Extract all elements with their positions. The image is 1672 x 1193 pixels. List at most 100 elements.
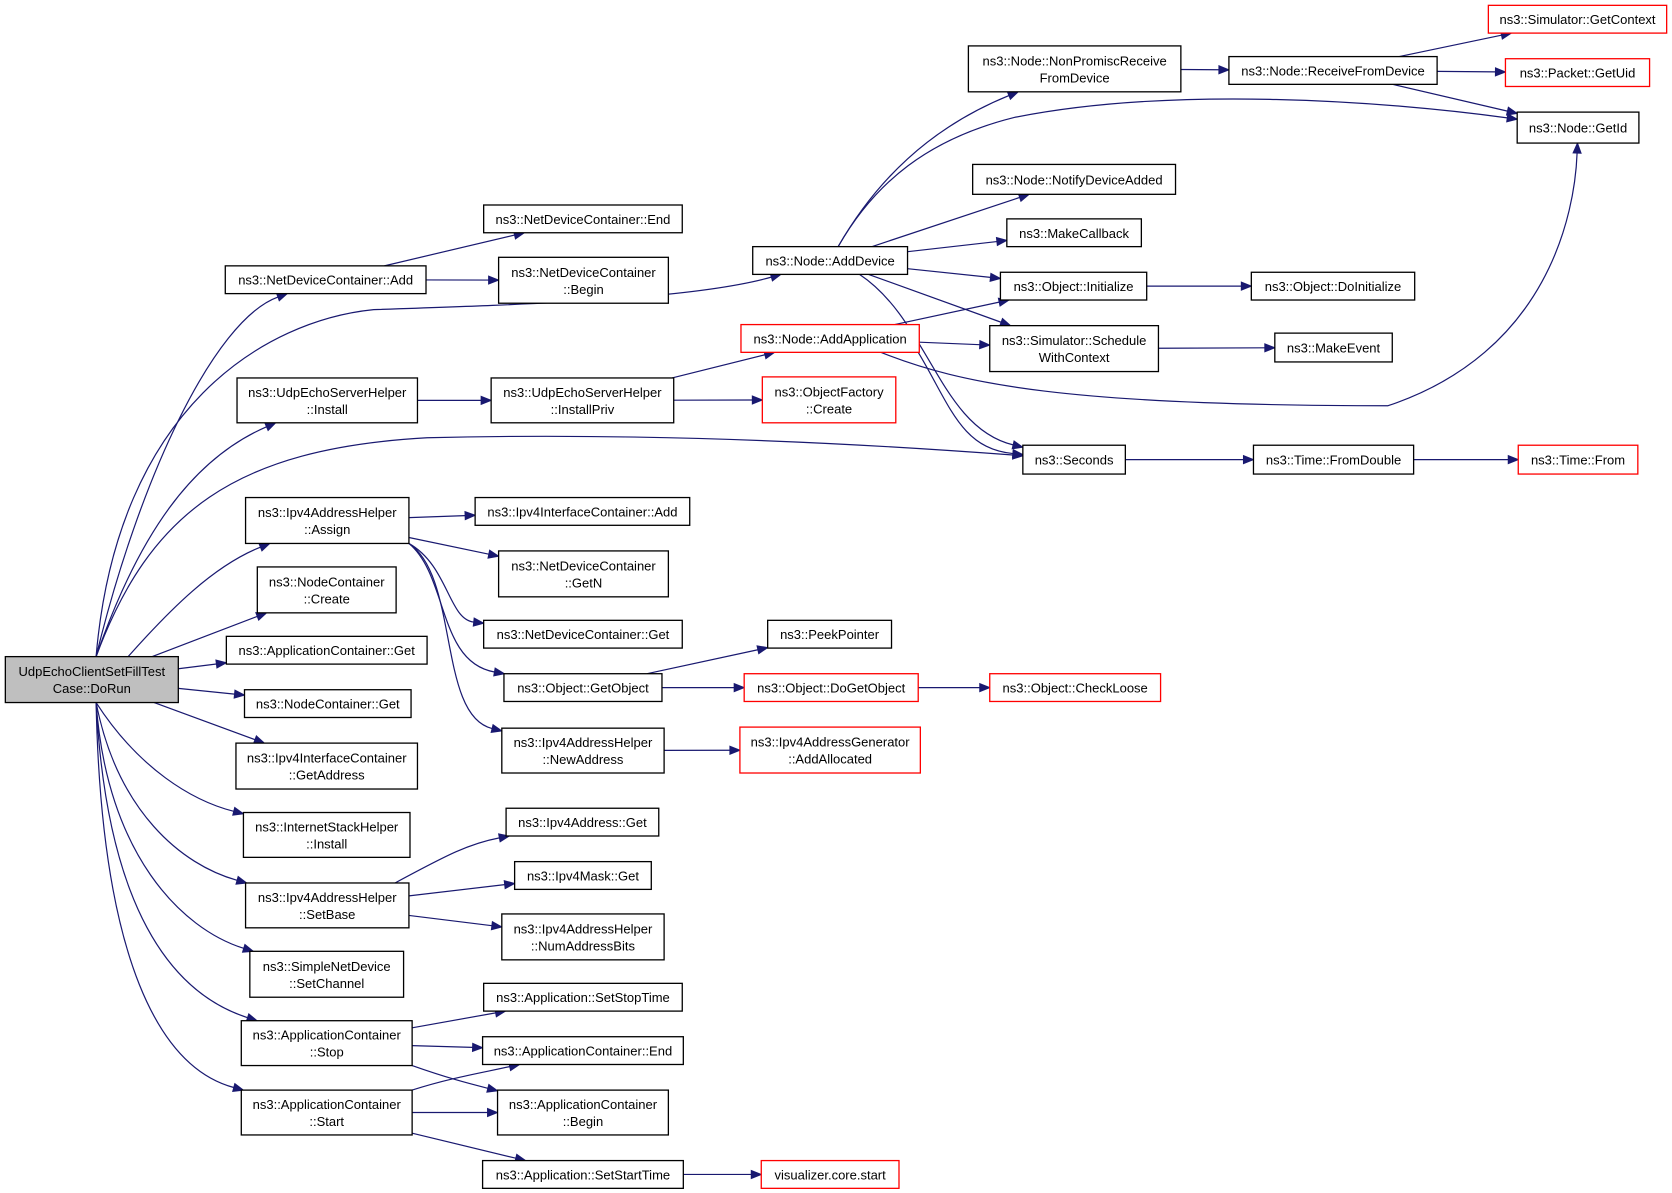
node-box-vizCoreStart[interactable] xyxy=(760,1159,900,1189)
node-box-makeCallback[interactable] xyxy=(1006,218,1143,248)
node-box-appContStop[interactable] xyxy=(240,1020,413,1067)
node-appContGet[interactable]: ns3::ApplicationContainer::Get xyxy=(225,635,428,665)
node-appSetStopTime[interactable]: ns3::Application::SetStopTime xyxy=(483,982,683,1012)
node-box-timeFrom[interactable] xyxy=(1517,444,1639,475)
node-box-objInit[interactable] xyxy=(999,271,1148,301)
node-ipv4IfcAdd[interactable]: ns3::Ipv4InterfaceContainer::Add xyxy=(474,496,691,526)
node-box-notifyDevAdded[interactable] xyxy=(972,163,1177,195)
node-simpleNetDevSetCh[interactable]: ns3::SimpleNetDevice::SetChannel xyxy=(249,950,405,998)
node-recvFromDevice[interactable]: ns3::Node::ReceiveFromDevice xyxy=(1228,55,1438,85)
node-box-nodeGetId[interactable] xyxy=(1516,111,1640,144)
node-makeEvent[interactable]: ns3::MakeEvent xyxy=(1274,332,1393,363)
node-box-nodeContGet[interactable] xyxy=(243,689,412,719)
node-box-inetStackInstall[interactable] xyxy=(242,811,411,859)
node-objDoGetObject[interactable]: ns3::Object::DoGetObject xyxy=(743,673,919,703)
node-udpSrvInstallPriv[interactable]: ns3::UdpEchoServerHelper::InstallPriv xyxy=(490,377,675,424)
node-box-ndcGetN[interactable] xyxy=(497,550,670,598)
node-box-objDoGetObject[interactable] xyxy=(743,673,919,703)
node-ipv4AddrHelperSetBase[interactable]: ns3::Ipv4AddressHelper::SetBase xyxy=(244,882,410,929)
node-box-udpSrvInstallPriv[interactable] xyxy=(490,377,675,424)
node-box-packetGetUid[interactable] xyxy=(1504,58,1651,88)
node-box-nodeContCreate[interactable] xyxy=(256,566,397,614)
node-box-objGetObject[interactable] xyxy=(503,673,663,703)
node-box-simSchedCtx[interactable] xyxy=(989,324,1160,373)
node-box-ndcGet[interactable] xyxy=(483,619,683,649)
node-appContStart[interactable]: ns3::ApplicationContainer::Start xyxy=(240,1089,413,1136)
node-box-ipv4IfcAdd[interactable] xyxy=(474,496,691,526)
node-appContBegin[interactable]: ns3::ApplicationContainer::Begin xyxy=(496,1089,670,1136)
node-box-appSetStartTime[interactable] xyxy=(481,1159,684,1189)
node-nodeContCreate[interactable]: ns3::NodeContainer::Create xyxy=(256,566,397,614)
node-simGetContext[interactable]: ns3::Simulator::GetContext xyxy=(1487,4,1668,34)
node-ndcGet[interactable]: ns3::NetDeviceContainer::Get xyxy=(483,619,683,649)
node-appContEnd[interactable]: ns3::ApplicationContainer::End xyxy=(481,1036,684,1066)
node-box-ipv4AddrHelperNumBits[interactable] xyxy=(501,913,665,961)
node-ndcEnd[interactable]: ns3::NetDeviceContainer::End xyxy=(483,204,683,234)
node-vizCoreStart[interactable]: visualizer.core.start xyxy=(760,1159,900,1189)
node-box-objDoInit[interactable] xyxy=(1250,271,1416,301)
node-ipv4AddrHelperAssign[interactable]: ns3::Ipv4AddressHelper::Assign xyxy=(244,496,410,545)
node-box-peekPointer[interactable] xyxy=(767,619,893,649)
node-box-ipv4IfcGetAddr[interactable] xyxy=(235,742,419,790)
node-box-recvFromDevice[interactable] xyxy=(1228,55,1438,85)
node-objDoInit[interactable]: ns3::Object::DoInitialize xyxy=(1250,271,1416,301)
node-appContStop[interactable]: ns3::ApplicationContainer::Stop xyxy=(240,1020,413,1067)
node-nodeContGet[interactable]: ns3::NodeContainer::Get xyxy=(243,689,412,719)
node-seconds[interactable]: ns3::Seconds xyxy=(1022,444,1126,475)
node-box-makeEvent[interactable] xyxy=(1274,332,1393,363)
node-ipv4AddrHelperNumBits[interactable]: ns3::Ipv4AddressHelper::NumAddressBits xyxy=(501,913,665,961)
node-box-ipv4MaskGet[interactable] xyxy=(513,860,652,891)
node-objGetObject[interactable]: ns3::Object::GetObject xyxy=(503,673,663,703)
node-box-appContBegin[interactable] xyxy=(496,1089,670,1136)
node-box-ndcAdd[interactable] xyxy=(224,265,427,295)
node-objInit[interactable]: ns3::Object::Initialize xyxy=(999,271,1148,301)
node-inetStackInstall[interactable]: ns3::InternetStackHelper::Install xyxy=(242,811,411,859)
node-ipv4IfcGetAddr[interactable]: ns3::Ipv4InterfaceContainer::GetAddress xyxy=(235,742,419,790)
node-box-appSetStopTime[interactable] xyxy=(483,982,683,1012)
node-box-ipv4AddrGenAddAlloc[interactable] xyxy=(739,726,921,774)
node-ipv4AddrHelperNewAddr[interactable]: ns3::Ipv4AddressHelper::NewAddress xyxy=(501,727,665,774)
node-ipv4AddrGet[interactable]: ns3::Ipv4Address::Get xyxy=(505,807,660,837)
node-box-seconds[interactable] xyxy=(1022,444,1126,475)
node-box-ndcBegin[interactable] xyxy=(497,256,670,304)
node-notifyDevAdded[interactable]: ns3::Node::NotifyDeviceAdded xyxy=(972,163,1177,195)
node-box-ipv4AddrHelperAssign[interactable] xyxy=(244,496,410,545)
node-box-ipv4AddrHelperSetBase[interactable] xyxy=(244,882,410,929)
node-box-root[interactable] xyxy=(4,655,179,704)
node-box-ipv4AddrGet[interactable] xyxy=(505,807,660,837)
node-box-appContStart[interactable] xyxy=(240,1089,413,1136)
node-ndcBegin[interactable]: ns3::NetDeviceContainer::Begin xyxy=(497,256,670,304)
node-peekPointer[interactable]: ns3::PeekPointer xyxy=(767,619,893,649)
node-box-nodeAddDevice[interactable] xyxy=(752,245,909,276)
node-nodeGetId[interactable]: ns3::Node::GetId xyxy=(1516,111,1640,144)
node-packetGetUid[interactable]: ns3::Packet::GetUid xyxy=(1504,58,1651,88)
node-objCheckLoose[interactable]: ns3::Object::CheckLoose xyxy=(989,673,1162,703)
node-box-ipv4AddrHelperNewAddr[interactable] xyxy=(501,727,665,774)
node-ipv4AddrGenAddAlloc[interactable]: ns3::Ipv4AddressGenerator::AddAllocated xyxy=(739,726,921,774)
node-box-udpSrvInstall[interactable] xyxy=(236,377,419,424)
node-appSetStartTime[interactable]: ns3::Application::SetStartTime xyxy=(481,1159,684,1189)
node-box-appContGet[interactable] xyxy=(225,635,428,665)
node-nodeAddApp[interactable]: ns3::Node::AddApplication xyxy=(740,323,920,353)
node-ipv4MaskGet[interactable]: ns3::Ipv4Mask::Get xyxy=(513,860,652,891)
node-box-ndcEnd[interactable] xyxy=(483,204,683,234)
node-box-nonPromisc[interactable] xyxy=(967,45,1182,93)
node-makeCallback[interactable]: ns3::MakeCallback xyxy=(1006,218,1143,248)
node-box-nodeAddApp[interactable] xyxy=(740,323,920,353)
node-ndcAdd[interactable]: ns3::NetDeviceContainer::Add xyxy=(224,265,427,295)
node-box-objCheckLoose[interactable] xyxy=(989,673,1162,703)
node-nodeAddDevice[interactable]: ns3::Node::AddDevice xyxy=(752,245,909,276)
node-timeFrom[interactable]: ns3::Time::From xyxy=(1517,444,1639,475)
node-box-objFactCreate[interactable] xyxy=(761,376,897,424)
node-timeFromDouble[interactable]: ns3::Time::FromDouble xyxy=(1252,444,1415,475)
node-objFactCreate[interactable]: ns3::ObjectFactory::Create xyxy=(761,376,897,424)
node-udpSrvInstall[interactable]: ns3::UdpEchoServerHelper::Install xyxy=(236,377,419,424)
node-box-timeFromDouble[interactable] xyxy=(1252,444,1415,475)
node-ndcGetN[interactable]: ns3::NetDeviceContainer::GetN xyxy=(497,550,670,598)
node-box-appContEnd[interactable] xyxy=(481,1036,684,1066)
node-box-simpleNetDevSetCh[interactable] xyxy=(249,950,405,998)
node-box-simGetContext[interactable] xyxy=(1487,4,1668,34)
